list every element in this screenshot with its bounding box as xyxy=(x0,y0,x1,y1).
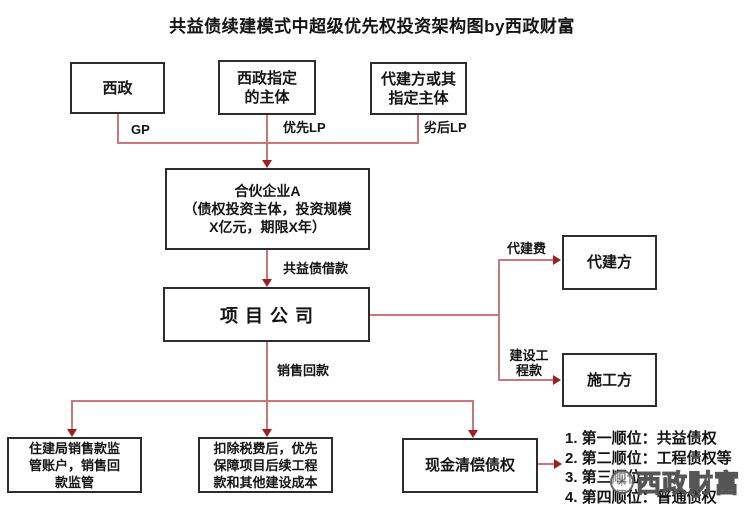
connector-to-regulatory xyxy=(71,400,73,429)
node-label: 扣除税费后，优先 xyxy=(213,440,318,456)
connector-bottom-bus xyxy=(71,400,474,402)
node-label: （债权投资主体，投资规模 xyxy=(183,201,352,217)
edge-label-sales-proceeds: 销售回款 xyxy=(277,363,330,378)
node-label: X亿元，期限X年） xyxy=(209,219,326,235)
node-xizheng: 西政 xyxy=(70,62,165,114)
priority-item-1: 1. 第一顺位：共益债权 xyxy=(565,430,717,447)
connector-right-branch xyxy=(498,259,500,381)
node-agent-builder: 代建方 xyxy=(562,235,657,290)
node-label: 西政指定 xyxy=(236,69,297,87)
node-label: 的主体 xyxy=(244,88,290,106)
connector-xizheng-down xyxy=(117,114,119,143)
arrowhead-into-agent-builder xyxy=(553,255,561,265)
node-label: 项目公司 xyxy=(220,305,320,326)
edge-label-agent-fee: 代建费 xyxy=(507,241,547,256)
arrowhead-into-tax xyxy=(262,429,272,437)
node-label: 代建方 xyxy=(586,254,632,271)
edge-label-gp: GP xyxy=(131,122,150,137)
priority-item-3: 3. 第三顺位： xyxy=(565,469,657,486)
priority-item-2: 2. 第二顺位：工程债权等 xyxy=(565,449,732,467)
connector-project-down xyxy=(266,342,268,401)
node-label: 代建方或其 xyxy=(380,70,456,88)
node-regulatory-account: 住建局销售款监 管账户，销售回 款监管 xyxy=(7,437,142,493)
arrowhead-into-partnership xyxy=(262,160,272,168)
connector-agent-down xyxy=(417,115,419,143)
edge-label-line: 程款 xyxy=(515,363,542,378)
diagram-title: 共益债续建模式中超级优先权投资架构图by西政财富 xyxy=(169,17,575,36)
node-label: 西政 xyxy=(102,79,133,97)
arrowhead-into-contractor xyxy=(553,375,561,385)
edge-label-construction-payment: 建设工 程款 xyxy=(503,348,555,378)
connector-bus xyxy=(117,142,419,144)
edge-label-line: 建设工 xyxy=(509,348,549,363)
node-label: 管账户，销售回 xyxy=(28,457,120,473)
node-label: 现金清偿债权 xyxy=(424,457,515,474)
edge-label-junior-lp: 劣后LP xyxy=(424,120,467,135)
node-label: 指定主体 xyxy=(388,89,449,107)
node-label: 款监管 xyxy=(54,474,94,490)
node-designated-entity: 西政指定 的主体 xyxy=(218,60,316,115)
node-project-company: 项目公司 xyxy=(163,287,370,342)
connector-to-tax xyxy=(266,400,268,429)
node-label: 合伙企业A xyxy=(234,183,301,199)
node-label: 保障项目后续工程 xyxy=(213,457,318,473)
connector-to-contractor xyxy=(498,379,553,381)
node-label: 住建局销售款监 xyxy=(28,440,120,456)
edge-label-common-benefit-loan: 共益债借款 xyxy=(283,261,349,276)
arrowhead-into-list xyxy=(554,459,562,469)
node-contractor: 施工方 xyxy=(562,353,657,407)
node-cash-settlement: 现金清偿债权 xyxy=(402,438,538,493)
node-agent-or-designee: 代建方或其 指定主体 xyxy=(370,62,467,115)
priority-list: 1. 第一顺位：共益债权 2. 第二顺位：工程债权等 3. 第三顺位： 4. 第… xyxy=(565,429,732,507)
priority-item-4: 4. 第四顺位：普通债权 xyxy=(565,488,717,506)
connector-partnership-project xyxy=(266,250,268,280)
connector-cash-list xyxy=(538,463,554,465)
connector-project-right xyxy=(370,314,500,316)
arrowhead-into-cash xyxy=(468,430,478,438)
node-label: 款和其他建设成本 xyxy=(213,474,318,490)
arrowhead-into-project xyxy=(262,279,272,287)
node-tax-priority: 扣除税费后，优先 保障项目后续工程 款和其他建设成本 xyxy=(198,437,333,493)
connector-to-cash xyxy=(472,400,474,430)
arrowhead-into-regulatory xyxy=(67,429,77,437)
node-partnership: 合伙企业A （债权投资主体，投资规模 X亿元，期限X年） xyxy=(165,168,370,250)
edge-label-senior-lp: 优先LP xyxy=(283,120,326,135)
connector-designated-down xyxy=(266,115,268,161)
connector-to-agent-builder xyxy=(498,259,553,261)
node-label: 施工方 xyxy=(586,371,632,389)
